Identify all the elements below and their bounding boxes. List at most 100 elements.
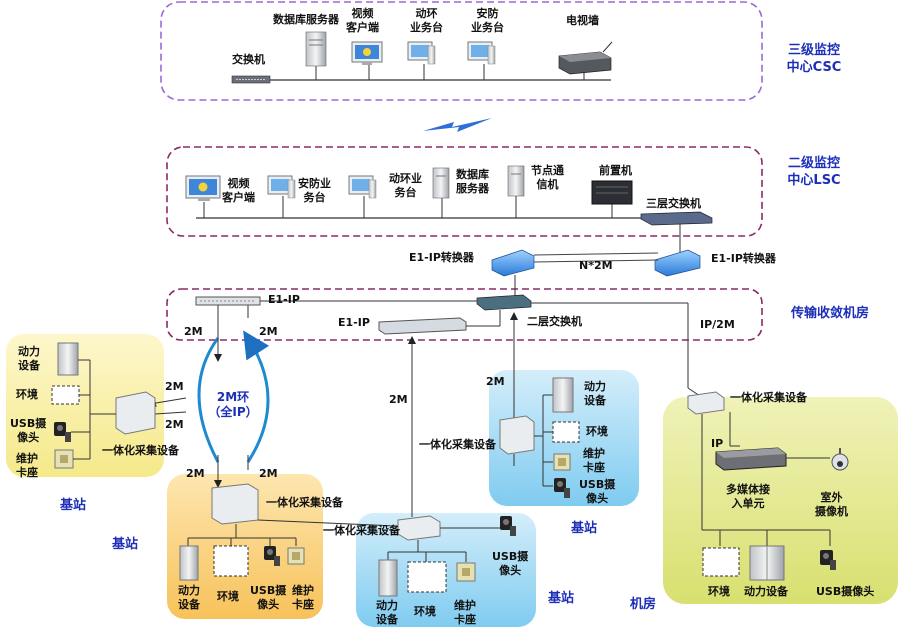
e1ip-converter-left-icon <box>491 249 535 277</box>
site-mid-right-card-icon <box>553 453 571 471</box>
site-left-card-icon <box>54 449 74 469</box>
lsc-video-client-pc-icon <box>185 175 221 201</box>
site-right-name: 机房 <box>630 597 657 612</box>
site-right-power-icon <box>749 545 785 581</box>
site-mid-right-usb-cam-label: USB摄 像头 <box>579 478 616 505</box>
site-left-collector-icon <box>115 391 156 435</box>
lsc-security-desk-pc-icon <box>267 175 296 199</box>
site-mid-right-name: 基站 <box>571 521 598 536</box>
site-right-usb-cam-label: USB摄像头 <box>816 585 875 598</box>
n2m-label: N*2M <box>579 259 613 272</box>
switch-icon <box>231 75 271 84</box>
site-bottom-mid-card-icon <box>456 562 476 582</box>
outdoor-camera-icon <box>831 448 849 471</box>
n2m-link-top <box>533 252 659 256</box>
site-right-env-box <box>702 547 740 577</box>
csc-tv-wall-label: 电视墙 <box>566 14 599 27</box>
e1ip-converter-right-icon <box>654 249 701 277</box>
l2-switch-label: 二层交换机 <box>527 315 582 328</box>
site-right-power-label: 动力设备 <box>744 585 788 598</box>
site-mid-right-collector-icon <box>499 415 535 455</box>
lsc-l3-switch-label: 三层交换机 <box>646 197 701 210</box>
site-bottom-mid-env-box <box>407 561 447 593</box>
m2-label-c: 2M <box>165 380 184 393</box>
multimedia-access-unit-icon <box>715 447 787 471</box>
csc-switch-label: 交换机 <box>232 53 265 66</box>
m2-label-f: 2M <box>259 467 278 480</box>
e1ip-b-label: E1-IP <box>338 316 370 329</box>
site-right-collector-icon <box>687 391 725 415</box>
site-bottom-left-collector-icon <box>211 483 259 525</box>
site-left-usb-camera-icon <box>54 422 71 442</box>
e1ip-device-b-icon <box>378 317 467 335</box>
site-left-usb-cam-label: USB摄 像头 <box>10 417 47 444</box>
site-mid-right-usb-camera-icon <box>554 478 570 498</box>
site-bottom-mid-usb-cam-label: USB摄 像头 <box>492 550 529 577</box>
e1ip-device-a-icon <box>195 296 261 306</box>
n2m-link-bottom <box>533 259 659 263</box>
ring-label: 2M环 （全IP） <box>208 390 258 419</box>
site-bottom-left-name: 基站 <box>112 537 139 552</box>
lsc-environment-desk-pc-icon <box>348 175 377 199</box>
lsc-video-client-label: 视频 客户端 <box>222 177 255 204</box>
transmission-zone-title: 传输收敛机房 <box>790 306 869 321</box>
site-left-card-label: 维护 卡座 <box>16 452 38 479</box>
site-bottom-left-card-icon <box>287 547 305 565</box>
site-mid-right-env-label: 环境 <box>586 425 608 438</box>
site-bottom-mid-collector-icon <box>397 515 441 541</box>
m2-label-g: 2M <box>389 393 408 406</box>
site-bottom-mid-usb-camera-icon <box>500 516 516 536</box>
site-bottom-left-usb-cam-label: USB摄 像头 <box>250 584 287 611</box>
site-bottom-mid-power-label: 动力 设备 <box>376 599 398 626</box>
site-mid-right-power-icon <box>552 377 574 413</box>
lsc-database-server-icon <box>432 167 450 199</box>
lsc-sec-desk-label: 安防业 务台 <box>298 177 331 204</box>
wireless-link-icon <box>423 118 492 132</box>
lsc-zone <box>166 146 763 237</box>
csc-zone-title: 三级监控 中心CSC <box>786 43 842 75</box>
layer2-switch-icon <box>476 294 532 311</box>
m2-label-b: 2M <box>259 325 278 338</box>
site-right-env-label: 环境 <box>708 585 730 598</box>
site-right-collector-label: 一体化采集设备 <box>730 391 807 404</box>
site-bottom-mid-power-icon <box>378 559 398 597</box>
site-bottom-mid-env-label: 环境 <box>414 605 436 618</box>
lsc-zone-title: 二级监控 中心LSC <box>787 156 841 188</box>
ring-arc-right <box>243 330 270 463</box>
site-bottom-mid-card-label: 维护 卡座 <box>454 599 476 626</box>
m2-label-a: 2M <box>184 325 203 338</box>
csc-env-desk-label: 动环 业务台 <box>410 7 443 34</box>
csc-db-server-label: 数据库服务器 <box>273 13 339 26</box>
video-client-pc-icon <box>351 41 383 65</box>
site-mid-right-env-box <box>552 421 580 443</box>
lsc-front-end-label: 前置机 <box>599 164 632 177</box>
site-left-env-label: 环境 <box>16 388 38 401</box>
m2-label-e: 2M <box>186 467 205 480</box>
site-bottom-mid-name: 基站 <box>548 591 575 606</box>
site-left-name: 基站 <box>60 498 87 513</box>
site-bottom-left-env-label: 环境 <box>217 590 239 603</box>
database-server-icon <box>305 31 327 67</box>
site-right-usb-camera-icon <box>820 550 836 570</box>
site-mid-right-power-label: 动力 设备 <box>584 380 606 407</box>
site-bottom-left-power-label: 动力 设备 <box>178 584 200 611</box>
layer3-switch-icon <box>640 211 713 226</box>
site-bottom-left-env-box <box>213 545 249 577</box>
lsc-node-server-label: 节点通 信机 <box>531 164 564 191</box>
e1ip-right-label: E1-IP转换器 <box>711 252 776 265</box>
tv-wall-icon <box>558 41 613 75</box>
site-mid-right-collector-label: 一体化采集设备 <box>419 438 496 451</box>
site-right-mm-unit-label: 多媒体接 入单元 <box>726 483 770 510</box>
csc-video-client-label: 视频 客户端 <box>346 7 379 34</box>
site-right-ip-label: IP <box>711 437 724 450</box>
site-left-env-box <box>51 385 80 405</box>
transmission-zone <box>166 288 763 341</box>
e1ip-left-label: E1-IP转换器 <box>409 251 474 264</box>
site-mid-right-card-label: 维护 卡座 <box>583 447 605 474</box>
security-desk-pc-icon <box>467 41 496 65</box>
site-right-outdoor-cam-label: 室外 摄像机 <box>815 491 848 518</box>
site-bottom-mid-collector-label: 一体化采集设备 <box>323 524 400 537</box>
site-left-bg <box>6 334 164 477</box>
site-bottom-left-collector-label: 一体化采集设备 <box>266 496 343 509</box>
